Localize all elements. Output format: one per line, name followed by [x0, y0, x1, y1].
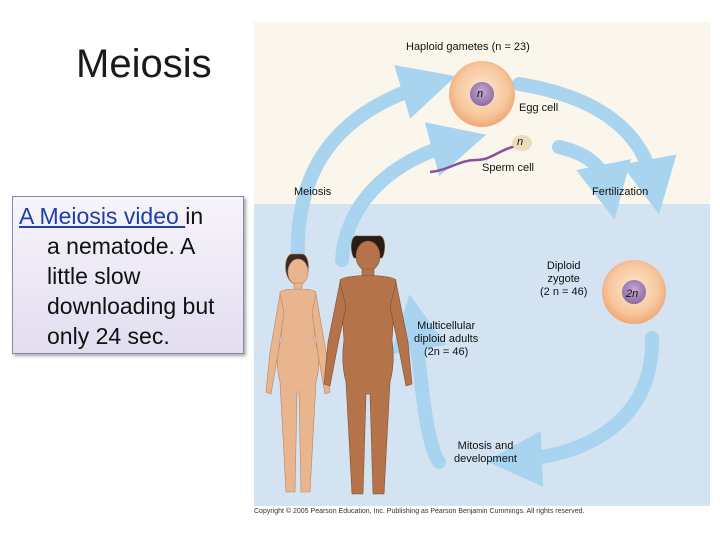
sperm-head — [512, 135, 532, 151]
textbox-line-1: A Meiosis video in — [19, 201, 237, 231]
fertilization-arrow-egg — [512, 77, 677, 215]
textbox-line-1-rest: in — [185, 203, 204, 229]
sperm-cell-graphic — [429, 135, 532, 174]
slide-title: Meiosis — [76, 42, 212, 86]
human-life-cycle-figure: Haploid gametes (n = 23) n Egg cell n Sp… — [254, 22, 710, 506]
adults-label-line-3: (2n = 46) — [423, 346, 469, 358]
zygote-label-line-2: zygote — [547, 273, 580, 285]
textbox-line-5: only 24 sec. — [47, 323, 170, 349]
egg-n-label: n — [477, 88, 484, 100]
meiosis-arrow-inner — [335, 122, 487, 267]
adults-label: Multicellular diploid adults (2n = 46) — [414, 320, 478, 359]
mitosis-label-line-1: Mitosis and — [457, 440, 514, 452]
zygote-cell-graphic — [602, 260, 666, 324]
zygote-label-line-3: (2 n = 46) — [540, 286, 588, 298]
sperm-cell-label: Sperm cell — [482, 162, 534, 174]
egg-cell-label: Egg cell — [519, 102, 559, 114]
male-adult-figure — [323, 235, 413, 495]
female-adult-figure — [265, 253, 331, 493]
meiosis-video-link[interactable]: A Meiosis video — [19, 203, 186, 229]
textbox-line-3: little slow — [47, 263, 141, 289]
textbox-line-2: a nematode. A — [47, 233, 196, 259]
adults-label-line-1: Multicellular — [417, 320, 476, 332]
haploid-gametes-label: Haploid gametes (n = 23) — [406, 41, 530, 53]
egg-cell-graphic — [449, 61, 515, 127]
mitosis-label: Mitosis and development — [454, 440, 517, 466]
textbox-line-4: downloading but — [47, 293, 215, 319]
zygote-nucleus — [622, 280, 646, 304]
fertilization-label: Fertilization — [592, 186, 649, 198]
life-cycle-diagram — [254, 22, 710, 506]
mitosis-to-adults-arrow — [390, 294, 447, 469]
zygote-label-line-1: Diploid — [546, 260, 581, 272]
fertilization-arrow-sperm — [552, 140, 631, 220]
adults-label-line-2: diploid adults — [414, 333, 479, 345]
sperm-n-label: n — [517, 136, 524, 148]
mitosis-label-line-2: development — [454, 453, 517, 465]
copyright-notice: Copyright © 2005 Pearson Education, Inc.… — [254, 508, 585, 515]
cycle-arrows — [290, 65, 677, 487]
egg-nucleus — [470, 82, 494, 106]
sperm-tail — [429, 144, 517, 174]
meiosis-arrow-outer — [290, 65, 456, 269]
meiosis-label: Meiosis — [294, 186, 332, 198]
zygote-to-mitosis-arrow — [486, 331, 660, 487]
zygote-label: Diploid zygote (2 n = 46) — [540, 260, 587, 299]
zygote-2n-label: 2n — [626, 288, 639, 300]
video-note-box: A Meiosis video in a nematode. A little … — [12, 196, 244, 354]
